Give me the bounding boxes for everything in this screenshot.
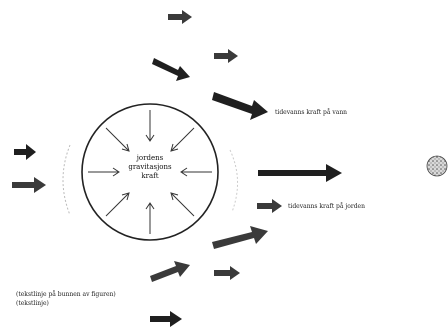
bottom-small-arrow-2 bbox=[150, 311, 182, 327]
bottom-small-arrow-1 bbox=[214, 266, 240, 280]
center-line-1: jordens bbox=[115, 154, 185, 163]
left-arrow-upper bbox=[14, 144, 36, 160]
center-label: jordens gravitasjons kraft bbox=[115, 154, 185, 181]
center-line-3: kraft bbox=[115, 172, 185, 181]
diagonal-arrow-lower-left bbox=[150, 261, 190, 282]
diagonal-arrow-lower-right bbox=[212, 226, 268, 249]
water-force-label: tidevanns kraft på vann bbox=[275, 109, 347, 116]
center-line-2: gravitasjons bbox=[115, 163, 185, 172]
earth-force-label: tidevanns kraft på jorden bbox=[288, 203, 365, 210]
right-faint-arc bbox=[230, 150, 238, 212]
diagonal-arrow-upper-left bbox=[152, 58, 190, 81]
left-arrows bbox=[12, 144, 46, 193]
top-small-arrow-2 bbox=[214, 49, 238, 63]
right-long-arrow bbox=[258, 164, 342, 182]
diagonal-arrow-upper-right bbox=[212, 92, 268, 120]
left-faint-arc bbox=[63, 145, 70, 215]
moon-icon bbox=[427, 156, 447, 176]
right-small-arrow bbox=[257, 199, 282, 213]
bottom-left-label-2: (tekstlinje) bbox=[16, 300, 49, 307]
top-small-arrow-1 bbox=[168, 10, 192, 24]
bottom-left-label-1: (tekstlinje på bunnen av figuren) bbox=[16, 291, 116, 298]
left-arrow-lower bbox=[12, 177, 46, 193]
